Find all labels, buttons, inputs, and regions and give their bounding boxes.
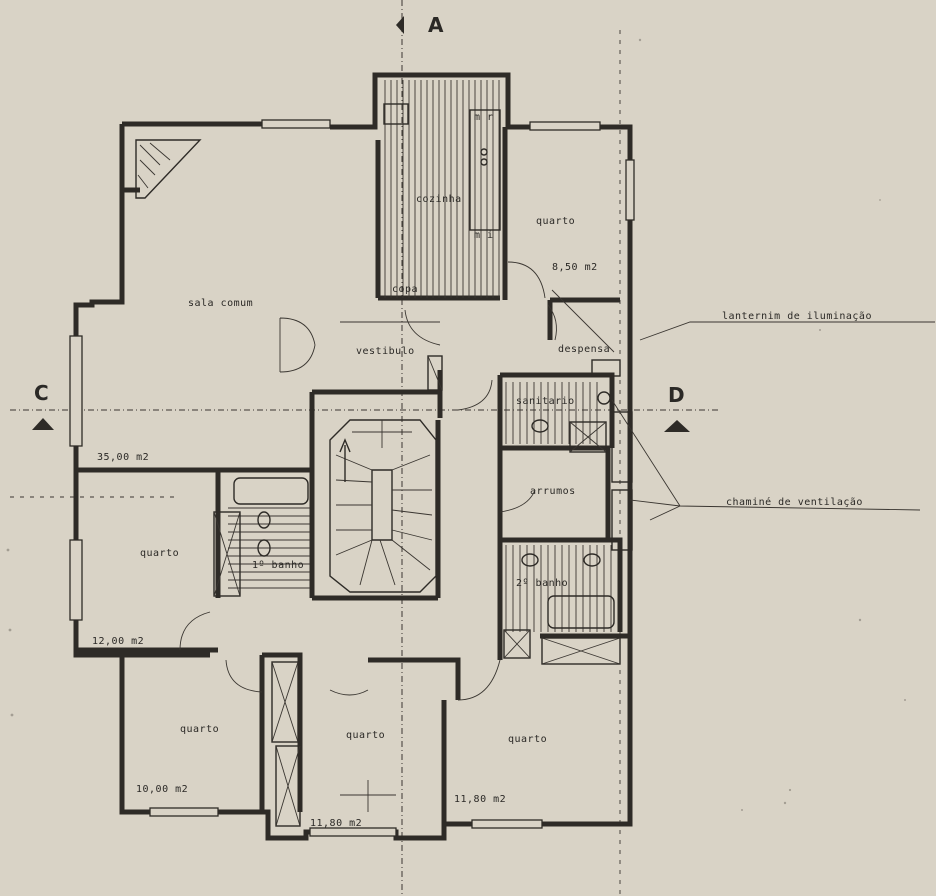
- bathtub: [233, 477, 309, 505]
- label-quarto-s: quarto: [346, 730, 385, 741]
- label-despensa: despensa: [558, 344, 610, 355]
- label-quarto-sw: quarto: [180, 724, 219, 735]
- section-a-label: A: [428, 13, 444, 37]
- section-c-label: C: [34, 381, 49, 405]
- label-quarto-sw-area: 10,00 m2: [136, 784, 188, 795]
- label-quarto-w: quarto: [140, 548, 179, 559]
- callout-lanternim: lanternim de iluminação: [722, 311, 872, 322]
- label-quarto-w-area: 12,00 m2: [92, 636, 144, 647]
- label-quarto-ne-area: 8,50 m2: [552, 262, 598, 273]
- sanitary-fixtures: [257, 391, 611, 567]
- section-marker-c: C: [32, 381, 54, 430]
- stove-burner: [480, 148, 488, 156]
- stove-burner: [480, 158, 488, 166]
- bathtub-2: [547, 595, 615, 629]
- callout-chamine: chaminé de ventilação: [726, 496, 863, 508]
- label-mi: m i: [474, 230, 494, 241]
- kitchen-counter: [469, 109, 501, 231]
- paper-specks: [6, 38, 906, 811]
- cross-marks: [340, 321, 440, 812]
- label-vestibulo: vestibulo: [356, 346, 415, 357]
- kitchen-hatching: [384, 80, 500, 298]
- ventilation-shafts: [591, 359, 633, 551]
- section-marker-a: A: [396, 13, 444, 37]
- label-mr: m r: [474, 112, 494, 123]
- closets: [213, 355, 621, 827]
- label-quarto-se-area: 11,80 m2: [454, 794, 506, 805]
- wc-hatching: [505, 382, 598, 444]
- fireplace-corner: [135, 139, 202, 199]
- label-sala-area: 35,00 m2: [97, 452, 149, 463]
- label-banho-1: 1º banho: [252, 560, 304, 571]
- label-quarto-se: quarto: [508, 734, 547, 745]
- kitchen-fixture: [383, 103, 409, 125]
- label-arrumos: arrumos: [530, 486, 576, 497]
- label-quarto-ne: quarto: [536, 216, 575, 227]
- section-d-label: D: [668, 383, 685, 407]
- leader-lines: [551, 289, 935, 521]
- section-marker-d: D: [664, 383, 690, 432]
- door-swings: [179, 261, 557, 701]
- label-sanitario: sanitario: [516, 396, 575, 407]
- windows: [69, 119, 635, 837]
- staircase: [329, 419, 437, 593]
- label-banho-2: 2º banho: [516, 578, 568, 589]
- label-sala-comum: sala comum: [188, 298, 253, 309]
- label-copa: copa: [392, 284, 418, 295]
- bath-1-hatching: [228, 507, 310, 589]
- label-cozinha: cozinha: [416, 194, 462, 205]
- exterior-walls: [73, 72, 633, 841]
- bath-2-hatching: [505, 545, 612, 632]
- label-quarto-s-area: 11,80 m2: [310, 818, 362, 829]
- interior-walls: [76, 127, 630, 824]
